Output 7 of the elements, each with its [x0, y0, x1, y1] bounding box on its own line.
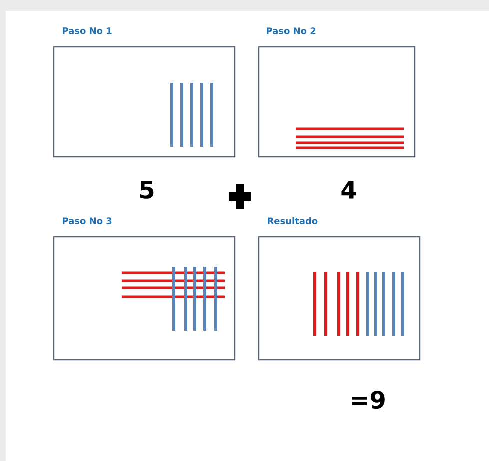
step-heading: Paso No 1 — [63, 28, 112, 34]
number-label: 4 — [342, 181, 356, 199]
number-label: =9 — [352, 390, 385, 410]
number-label: 5 — [140, 181, 154, 199]
step-heading: Paso No 3 — [63, 218, 112, 224]
step-heading: Paso No 2 — [267, 28, 316, 34]
step-heading: Resultado — [268, 218, 318, 224]
